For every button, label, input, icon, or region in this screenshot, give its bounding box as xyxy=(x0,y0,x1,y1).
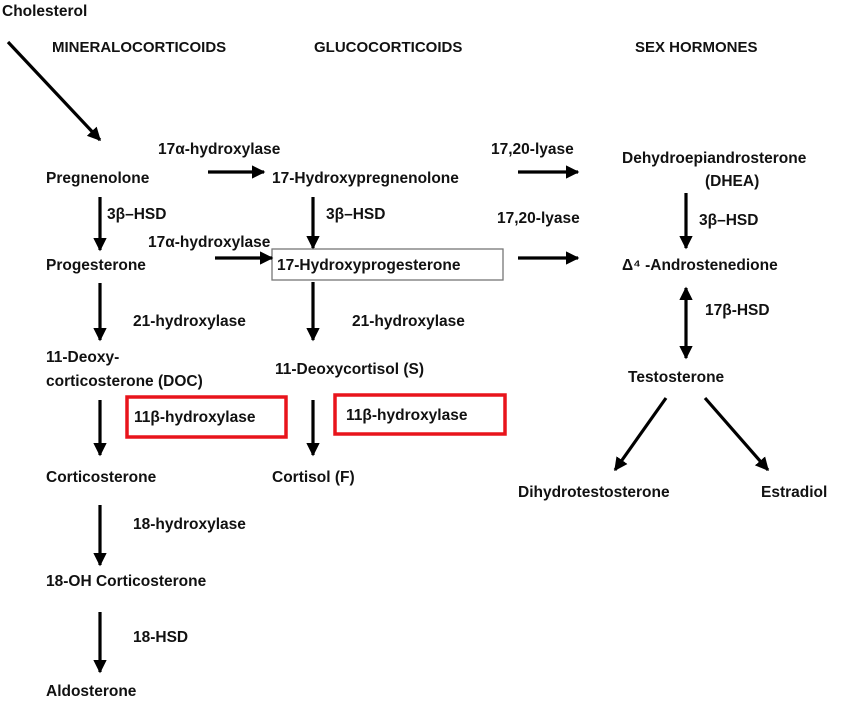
red-box-11b-hydroxylase-mineral xyxy=(125,395,288,439)
compound-17-hydroxyprogesterone: 17-Hydroxyprogesterone xyxy=(277,257,461,274)
compound-estradiol: Estradiol xyxy=(761,484,827,501)
compound-18-oh-corticosterone: 18-OH Corticosterone xyxy=(46,573,207,590)
enzyme-17a-hydroxylase: 17α-hydroxylase xyxy=(148,234,271,251)
enzyme-21-hydroxylase: 21-hydroxylase xyxy=(133,313,246,330)
arrow-testosterone-estradiol xyxy=(703,396,770,472)
compound-11-deoxycorticosterone-cont: corticosterone (DOC) xyxy=(46,373,203,390)
compound-11-deoxycorticosterone: 11-Deoxy- xyxy=(46,349,119,366)
enzyme-18-hydroxylase: 18-hydroxylase xyxy=(133,516,246,533)
compound-cortisol: Cortisol (F) xyxy=(272,469,355,486)
compound-11-deoxycortisol: 11-Deoxycortisol (S) xyxy=(275,361,424,378)
compound-testosterone: Testosterone xyxy=(628,369,725,386)
reaction-arrows xyxy=(6,40,770,674)
compound-dihydrotestosterone: Dihydrotestosterone xyxy=(518,484,670,501)
compound-androstenedione: Δ⁴ -Androstenedione xyxy=(622,257,778,274)
compound-dhea-abbrev: (DHEA) xyxy=(705,173,759,190)
header-sex-hormones: SEX HORMONES xyxy=(635,39,758,56)
arrow-testosterone-dht xyxy=(613,397,668,472)
red-box-11b-hydroxylase-gluco xyxy=(333,393,507,436)
enzyme-17-20-lyase: 17,20-lyase xyxy=(491,141,574,158)
enzyme-3b-hsd: 3β–HSD xyxy=(699,212,758,229)
enzyme-3b-hsd: 3β–HSD xyxy=(326,206,385,223)
enzyme-11b-hydroxylase: 11β-hydroxylase xyxy=(346,407,468,424)
enzyme-18-hsd: 18-HSD xyxy=(133,629,188,646)
compound-17-hydroxypregnenolone: 17-Hydroxypregnenolone xyxy=(272,170,459,187)
enzyme-17a-hydroxylase: 17α-hydroxylase xyxy=(158,141,281,158)
compound-dhea: Dehydroepiandrosterone xyxy=(622,150,807,167)
enzyme-21-hydroxylase: 21-hydroxylase xyxy=(352,313,465,330)
enzyme-3b-hsd: 3β–HSD xyxy=(107,206,166,223)
enzyme-17-20-lyase: 17,20-lyase xyxy=(497,210,580,227)
header-mineralocorticoids: MINERALOCORTICOIDS xyxy=(52,39,226,56)
enzyme-11b-hydroxylase: 11β-hydroxylase xyxy=(134,409,256,426)
enzyme-17b-hsd: 17β-HSD xyxy=(705,302,770,319)
compound-aldosterone: Aldosterone xyxy=(46,683,137,700)
compound-corticosterone: Corticosterone xyxy=(46,469,157,486)
compound-pregnenolone: Pregnenolone xyxy=(46,170,150,187)
arrow-cholesterol-pregnenolone xyxy=(6,40,102,142)
header-glucocorticoids: GLUCOCORTICOIDS xyxy=(314,39,462,56)
compound-progesterone: Progesterone xyxy=(46,257,146,274)
compound-cholesterol: Cholesterol xyxy=(2,3,87,20)
